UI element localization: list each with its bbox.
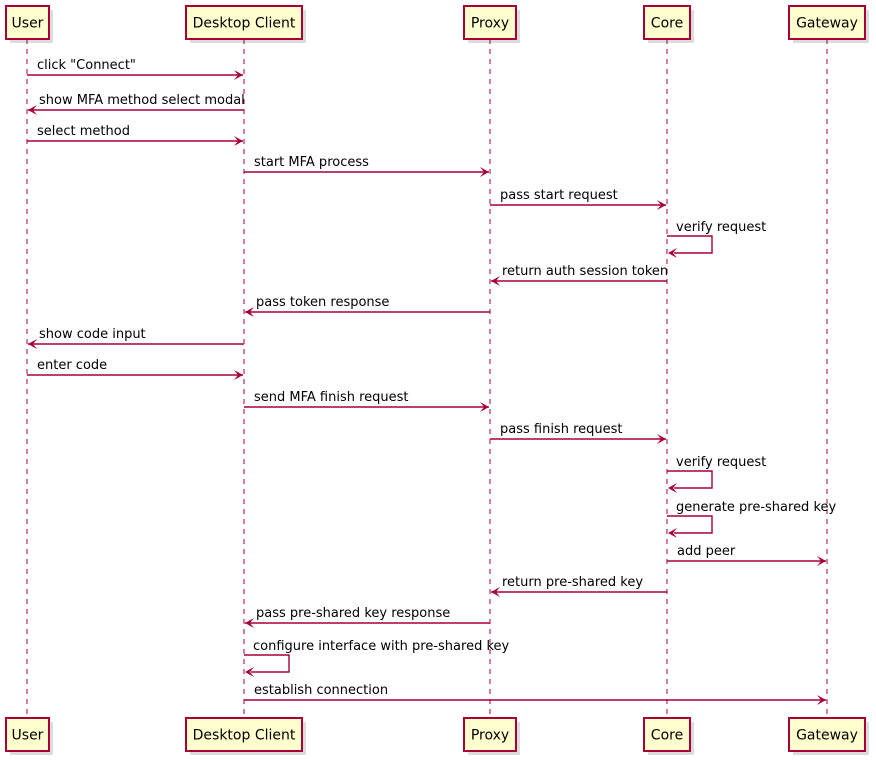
message-label: return pre-shared key [502, 575, 643, 590]
message-label: return auth session token [502, 264, 668, 279]
message-10[interactable]: enter code [27, 358, 243, 380]
arrow-head-icon [480, 402, 489, 412]
participant-label: Desktop Client [193, 728, 296, 744]
arrow-head-icon [234, 70, 243, 80]
message-label: verify request [676, 220, 766, 235]
participant-box[interactable] [788, 5, 866, 40]
arrow-head-icon [657, 434, 666, 444]
arrow-head-icon [245, 307, 254, 317]
participant-label: Gateway [796, 16, 858, 32]
arrow-head-icon [28, 339, 37, 349]
message-label: pass pre-shared key response [256, 606, 450, 621]
self-message-line [244, 654, 290, 673]
arrow-head-icon [491, 276, 500, 286]
participant-head-desktop-client[interactable]: Desktop Client [185, 5, 303, 40]
message-7[interactable]: return auth session token [491, 264, 668, 286]
message-label: enter code [37, 358, 107, 373]
participant-box[interactable] [463, 717, 517, 752]
message-label: select method [37, 124, 130, 139]
message-label: establish connection [254, 683, 388, 698]
arrow-head-icon [491, 587, 500, 597]
arrow-head-icon [817, 556, 826, 566]
message-label: start MFA process [254, 155, 369, 170]
message-label: add peer [677, 544, 736, 559]
participant-label: Gateway [796, 728, 858, 744]
participant-foot-proxy[interactable]: Proxy [463, 717, 517, 752]
participant-box[interactable] [5, 717, 50, 752]
arrow-head-icon [480, 167, 489, 177]
participant-head-gateway[interactable]: Gateway [788, 5, 866, 40]
participant-box[interactable] [5, 5, 50, 40]
message-13[interactable]: verify request [667, 455, 766, 493]
message-label: generate pre-shared key [676, 500, 837, 515]
arrow-head-icon [657, 200, 666, 210]
arrow-head-icon [234, 136, 243, 146]
message-17[interactable]: pass pre-shared key response [245, 606, 490, 628]
message-2[interactable]: show MFA method select modal [28, 93, 245, 115]
message-3[interactable]: select method [27, 124, 243, 146]
message-label: verify request [676, 455, 766, 470]
arrow-head-icon [245, 667, 254, 677]
lifeline-layer [26, 39, 828, 718]
participant-box[interactable] [185, 5, 303, 40]
arrow-head-icon [28, 105, 37, 115]
self-message-line [667, 235, 713, 254]
message-18[interactable]: configure interface with pre-shared key [244, 639, 510, 677]
participant-label: Proxy [471, 16, 509, 32]
message-19[interactable]: establish connection [244, 683, 826, 705]
message-12[interactable]: pass finish request [490, 422, 666, 444]
message-14[interactable]: generate pre-shared key [667, 500, 837, 538]
arrow-head-icon [234, 370, 243, 380]
arrow-head-icon [668, 528, 677, 538]
arrow-head-icon [668, 248, 677, 258]
message-1[interactable]: click "Connect" [27, 58, 243, 80]
participant-head-core[interactable]: Core [643, 5, 691, 40]
message-8[interactable]: pass token response [245, 295, 490, 317]
participant-foot-desktop-client[interactable]: Desktop Client [185, 717, 303, 752]
message-label: pass start request [500, 188, 618, 203]
participant-box[interactable] [788, 717, 866, 752]
participant-label: Desktop Client [193, 16, 296, 32]
participant-label: Core [651, 728, 683, 744]
participant-head-user[interactable]: User [5, 5, 50, 40]
message-label: pass finish request [500, 422, 623, 437]
participant-box[interactable] [643, 717, 691, 752]
message-4[interactable]: start MFA process [244, 155, 489, 177]
message-label: click "Connect" [37, 58, 136, 73]
participant-foot-core[interactable]: Core [643, 717, 691, 752]
participant-box[interactable] [463, 5, 517, 40]
participant-foot-user[interactable]: User [5, 717, 50, 752]
participant-foot-gateway[interactable]: Gateway [788, 717, 866, 752]
message-9[interactable]: show code input [28, 327, 244, 349]
message-label: show code input [39, 327, 146, 342]
message-15[interactable]: add peer [667, 544, 826, 566]
arrow-head-icon [668, 483, 677, 493]
participant-box[interactable] [643, 5, 691, 40]
message-label: pass token response [256, 295, 389, 310]
message-11[interactable]: send MFA finish request [244, 390, 489, 412]
message-16[interactable]: return pre-shared key [491, 575, 667, 597]
message-5[interactable]: pass start request [490, 188, 666, 210]
arrow-head-icon [245, 618, 254, 628]
message-label: send MFA finish request [254, 390, 409, 405]
self-message-line [667, 515, 713, 534]
participant-label: Core [651, 16, 683, 32]
message-label: show MFA method select modal [39, 93, 245, 108]
participant-label: Proxy [471, 728, 509, 744]
self-message-line [667, 470, 713, 489]
arrow-head-icon [817, 695, 826, 705]
participant-label: User [12, 16, 44, 32]
participant-box[interactable] [185, 717, 303, 752]
participant-head-proxy[interactable]: Proxy [463, 5, 517, 40]
message-6[interactable]: verify request [667, 220, 766, 258]
participant-label: User [12, 728, 44, 744]
message-label: configure interface with pre-shared key [253, 639, 510, 654]
message-layer: click "Connect" show MFA method select mo… [27, 58, 837, 705]
